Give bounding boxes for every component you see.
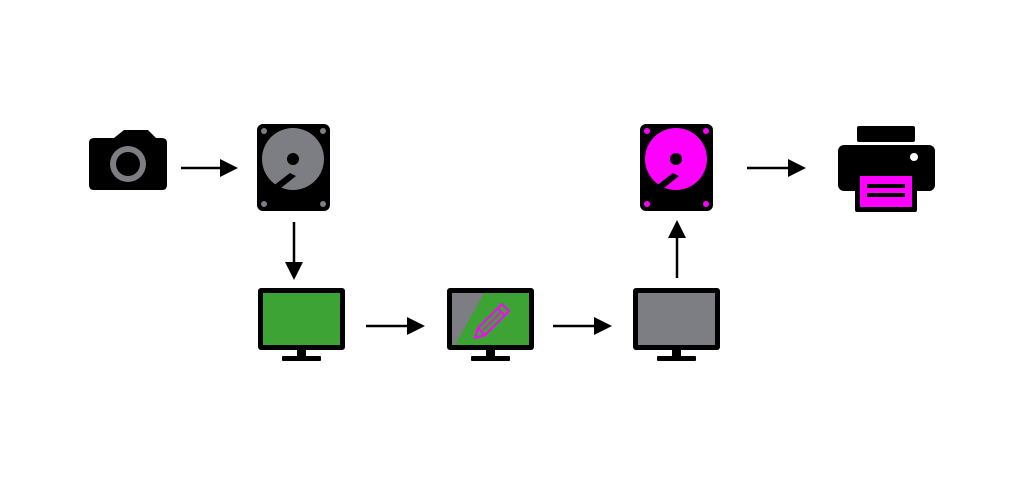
monitor-screen — [263, 293, 340, 345]
monitor-base — [282, 356, 321, 361]
monitor-screen — [638, 293, 715, 345]
monitor-screen-green-wedge — [455, 293, 529, 345]
arrow-green-to-edit-monitor — [366, 317, 425, 335]
printer-icon — [838, 126, 935, 212]
arrowhead — [220, 159, 238, 177]
arrow-edit-to-gray-monitor — [553, 317, 612, 335]
camera-lens-center — [116, 152, 140, 176]
monitor-neck — [672, 350, 681, 357]
arrow-camera-to-drive — [181, 159, 238, 177]
arrowhead — [285, 262, 303, 280]
drive-screw — [703, 201, 709, 207]
arrowhead — [407, 317, 425, 335]
gray-monitor-icon — [633, 288, 720, 361]
monitor-base — [471, 356, 510, 361]
monitor-base — [657, 356, 696, 361]
printer-sheet-line — [867, 193, 905, 197]
drive-screw — [644, 128, 650, 134]
printer-sheet-line — [867, 184, 905, 188]
monitor-neck — [486, 350, 495, 357]
arrowhead — [668, 220, 686, 238]
arrow-gray-monitor-to-drive — [668, 220, 686, 278]
source-hard-drive-icon — [257, 124, 330, 211]
drive-screw — [644, 201, 650, 207]
monitor-neck — [297, 350, 306, 357]
drive-spindle — [287, 153, 299, 165]
drive-spindle — [670, 153, 682, 165]
printer-status-light — [910, 153, 918, 161]
green-monitor-icon — [258, 288, 345, 361]
drive-read-arm — [262, 173, 296, 199]
arrowhead — [594, 317, 612, 335]
drive-screw — [261, 201, 267, 207]
printer-paper-tray — [857, 126, 915, 142]
drive-screw — [320, 201, 326, 207]
output-hard-drive-icon — [640, 124, 713, 211]
camera-icon — [89, 130, 167, 190]
drive-screw — [703, 128, 709, 134]
arrow-drive-to-green-monitor — [285, 222, 303, 280]
drive-read-arm — [645, 173, 679, 199]
arrow-drive-to-printer — [747, 159, 806, 177]
pencil-icon — [474, 303, 510, 339]
drive-screw — [261, 128, 267, 134]
arrowhead — [788, 159, 806, 177]
printer-output-sheet — [860, 176, 912, 207]
edit-monitor-icon — [447, 288, 534, 361]
drive-screw — [320, 128, 326, 134]
